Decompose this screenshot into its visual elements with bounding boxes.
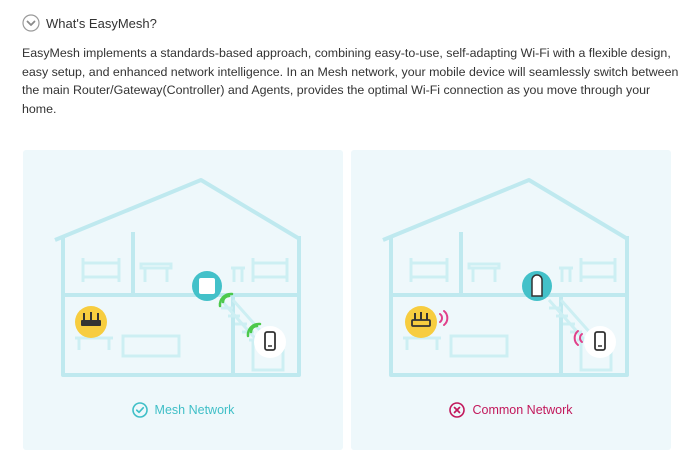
x-circle-icon	[449, 402, 466, 418]
faq-header[interactable]: What's EasyMesh?	[22, 14, 157, 32]
mesh-network-panel: Mesh Network	[23, 150, 343, 450]
mesh-network-label: Mesh Network	[154, 403, 235, 417]
faq-title: What's EasyMesh?	[46, 15, 157, 31]
chevron-down-circle-icon[interactable]	[22, 14, 40, 32]
easymesh-description: EasyMesh implements a standards-based ap…	[22, 46, 679, 116]
common-network-illustration	[382, 178, 629, 377]
mesh-network-illustration	[54, 178, 301, 377]
common-network-label: Common Network	[472, 403, 573, 417]
common-network-caption: Common Network	[351, 402, 671, 418]
common-network-panel: Common Network	[351, 150, 671, 450]
mesh-network-caption: Mesh Network	[23, 402, 343, 418]
check-circle-icon	[131, 402, 148, 418]
